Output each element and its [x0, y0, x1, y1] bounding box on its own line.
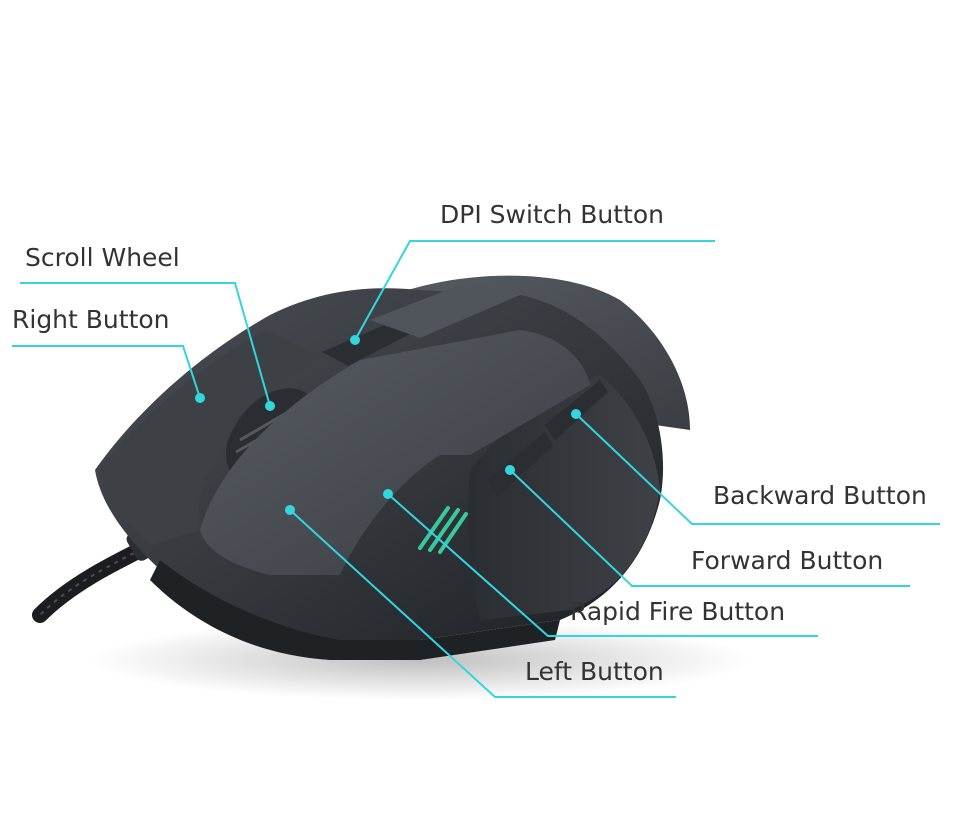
mouse-cable — [32, 537, 158, 623]
mouse-base — [150, 560, 560, 660]
left-button-shell — [200, 330, 590, 575]
dpi-button-graphic — [322, 318, 418, 366]
label-right-button: Right Button — [12, 305, 170, 334]
label-scroll-wheel: Scroll Wheel — [25, 243, 180, 272]
anchor-rapid-fire — [383, 489, 393, 499]
label-dpi-switch-button: DPI Switch Button — [440, 200, 664, 229]
anchor-forward — [505, 465, 515, 475]
leader-forward — [509, 469, 910, 587]
anchor-scroll-wheel — [265, 401, 275, 411]
top-ridge — [370, 285, 520, 338]
leader-rapid-fire — [387, 493, 818, 637]
label-forward-button: Forward Button — [691, 546, 884, 575]
label-left-button: Left Button — [525, 657, 664, 686]
anchor-left-button — [285, 505, 295, 515]
label-rapid-fire-button: Rapid Fire Button — [570, 597, 786, 626]
label-backward-button: Backward Button — [713, 481, 927, 510]
leader-backward — [575, 413, 940, 525]
leader-lines — [12, 240, 940, 698]
anchor-backward — [571, 409, 581, 419]
right-button-shell — [100, 330, 320, 545]
anchor-right-button — [195, 393, 205, 403]
leader-right-button — [12, 345, 201, 399]
leader-left-button — [289, 509, 676, 698]
anchor-dpi-switch — [350, 335, 360, 345]
leader-scroll-wheel — [20, 282, 271, 407]
rapid-fire-led — [418, 506, 468, 554]
mouse-side-grip — [468, 375, 660, 620]
cable-braid — [39, 544, 151, 616]
anchor-dots — [195, 335, 581, 515]
leader-dpi-switch — [354, 240, 715, 341]
forward-button-graphic — [488, 432, 553, 496]
